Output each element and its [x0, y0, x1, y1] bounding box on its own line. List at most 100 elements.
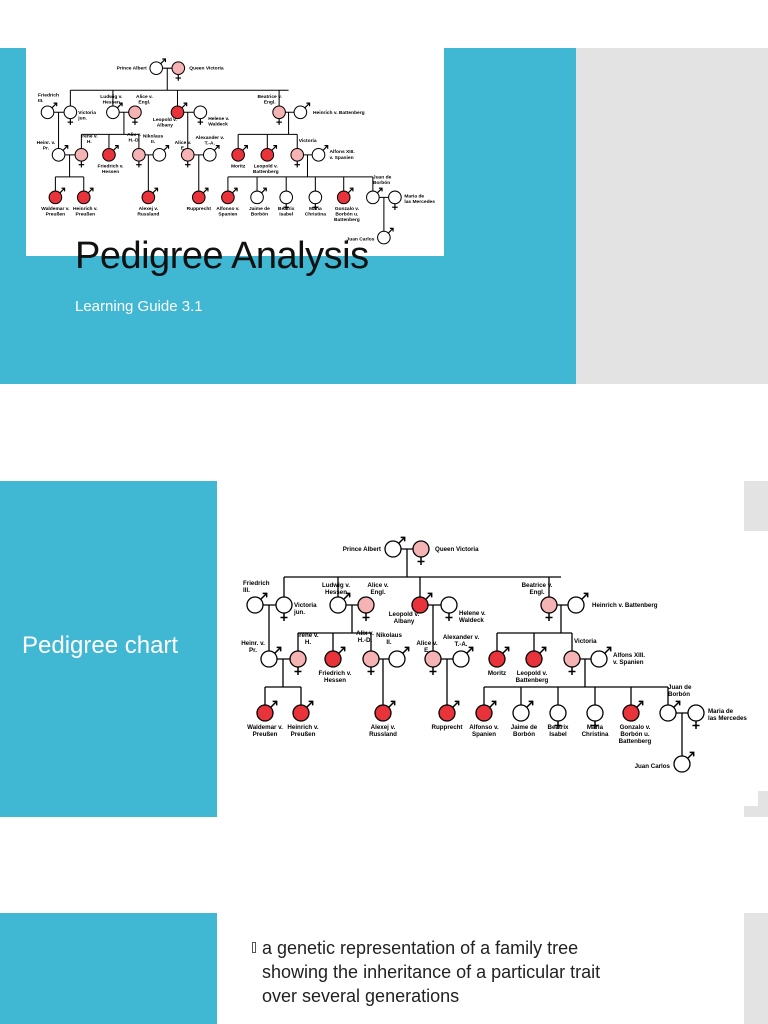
pedigree-person-label: Alice v.Engl. [367, 582, 388, 596]
pedigree-label-line: Heinrich v. Battenberg [592, 602, 658, 609]
pedigree-label-line: Isabel [279, 211, 293, 217]
definition-slide: a genetic representation of a family tre… [0, 913, 768, 1024]
male-arrowhead-icon [349, 187, 354, 192]
male-arrow-icon [338, 646, 346, 654]
pedigree-person-label: Leopold v.Albany [389, 611, 420, 625]
male-symbol-icon [659, 704, 677, 722]
pedigree-label-line: jun. [293, 609, 305, 616]
bullet-line: a genetic representation of a family tre… [262, 938, 579, 958]
pedigree-label-line: Heinr. v. [37, 140, 56, 146]
bullet-item: a genetic representation of a family tre… [252, 936, 672, 1008]
pedigree-label-line: Victoria [78, 110, 96, 116]
pedigree-label-line: v. Spanien [330, 155, 354, 161]
male-arrow-icon [87, 187, 94, 194]
pedigree-label-line: Alexander v. [443, 634, 480, 641]
pedigree-person-label: Heinrich v. Battenberg [313, 110, 365, 116]
pedigree-label-line: Spanien [218, 211, 237, 217]
pedigree-label-line: Borbón [373, 180, 390, 186]
pedigree-person-alfons13: Alfons XIII.v. Spanien [590, 646, 645, 668]
male-symbol-icon [475, 704, 493, 722]
male-symbol-icon [40, 105, 55, 120]
pedigree-person-gonzalo: Gonzalo v.Borbón u.Battenberg [334, 187, 360, 223]
pedigree-label-line: Preußen [253, 731, 278, 738]
pedigree-person-label: Victoria [299, 138, 317, 144]
pedigree-label-line: Spanien [472, 731, 496, 738]
pedigree-person-label: Alice v.E. [416, 640, 437, 654]
male-arrowhead-icon [89, 187, 94, 192]
pedigree-person-alfons13: Alfons XIII.v. Spanien [311, 145, 356, 162]
male-arrow-icon [304, 102, 310, 109]
pedigree-label-line: Russland [369, 731, 397, 738]
pedigree-person-label: Alfons XIII.v. Spanien [330, 149, 356, 161]
male-arrow-icon [202, 187, 209, 194]
pedigree-person-label: Rupprecht [432, 724, 463, 731]
pedigree-label-line: Waldemar v. [247, 724, 283, 731]
male-arrow-icon [376, 187, 383, 194]
pedigree-person-heinrich-b: Heinrich v. Battenberg [293, 102, 365, 120]
pedigree-person-victoria-b: Victoria [563, 638, 597, 675]
pedigree-person-alexej: Alexej v.Russland [369, 700, 397, 738]
pedigree-person-queen-victoria: Queen Victoria [171, 61, 224, 81]
pedigree-person-irene: Irene v.H. [74, 134, 98, 168]
female-symbol-icon [289, 650, 307, 668]
pedigree-person-label: Queen Victoria [189, 66, 224, 72]
pedigree-label-line: Leopold v. [153, 117, 178, 123]
male-arrowhead-icon [340, 646, 346, 652]
pedigree-label-line: E. [181, 145, 186, 151]
pedigree-person-heinrich-b: Heinrich v. Battenberg [567, 592, 658, 614]
male-arrowhead-icon [427, 592, 433, 598]
pedigree-person-label: Rupprecht [187, 206, 212, 212]
pedigree-person-heinr-pr: Heinr. v.Pr. [241, 640, 282, 668]
pedigree-label-line: II. [151, 139, 156, 145]
pedigree-person-moritz: Moritz [488, 646, 510, 677]
pedigree-label-line: Friedrich v. [98, 163, 125, 169]
definition-bullets: a genetic representation of a family tre… [252, 936, 672, 1008]
pedigree-label-line: Battenberg [619, 738, 652, 745]
pedigree-person-label: Leopold v.Battenberg [516, 670, 549, 684]
pedigree-label-line: Alice v. [136, 94, 153, 100]
pedigree-person-label: Juan Carlos [347, 237, 375, 243]
pedigree-person-label: Gonzalo v.Borbón u.Battenberg [334, 206, 360, 223]
pedigree-label-line: Victoria [299, 138, 317, 144]
male-symbol-icon [366, 190, 380, 205]
pedigree-person-label: Heinrich v.Preußen [287, 724, 318, 738]
pedigree-label-line: Engl. [138, 100, 151, 106]
pedigree-label-line: Juan de [668, 684, 692, 691]
pedigree-label-line: Irene v. [297, 632, 318, 639]
male-arrowhead-icon [53, 102, 58, 107]
pedigree-label-line: Preußen [76, 211, 96, 217]
pedigree-label-line: Maria [309, 206, 322, 212]
pedigree-person-label: Helene v.Waldeck [208, 116, 230, 128]
male-arrowhead-icon [378, 187, 383, 192]
male-symbol-icon [250, 190, 264, 205]
pedigree-person-helene: Helene v.Waldeck [440, 596, 486, 624]
pedigree-person-label: Prince Albert [117, 66, 148, 72]
male-arrowhead-icon [272, 700, 278, 706]
pedigree-person-label: Beatrice v.Engl. [522, 582, 553, 596]
male-symbol-icon [590, 650, 608, 668]
pedigree-person-alice-e: Alice v.E. [416, 640, 442, 675]
pedigree-person-label: Moritz [231, 163, 246, 169]
pedigree-label-line: Alfonso v. [216, 206, 240, 212]
pedigree-label-line: Heinrich v. [287, 724, 318, 731]
pedigree-person-label: Alice v.Engl. [136, 94, 153, 106]
pedigree-person-label: Queen Victoria [435, 546, 479, 553]
female-symbol-icon [63, 105, 78, 120]
pedigree-person-label: Alexander v.T.-A. [195, 135, 224, 147]
pedigree-label-line: III. [243, 587, 250, 594]
pedigree-label-line: Alice v. [175, 140, 192, 146]
pedigree-person-waldemar: Waldemar v.Preußen [247, 700, 283, 738]
pedigree-label-line: Borbón [513, 731, 535, 738]
pedigree-person-ludwig: Ludwig v.Hessen [322, 582, 351, 614]
pedigree-person-irene: Irene v.H. [289, 632, 319, 675]
